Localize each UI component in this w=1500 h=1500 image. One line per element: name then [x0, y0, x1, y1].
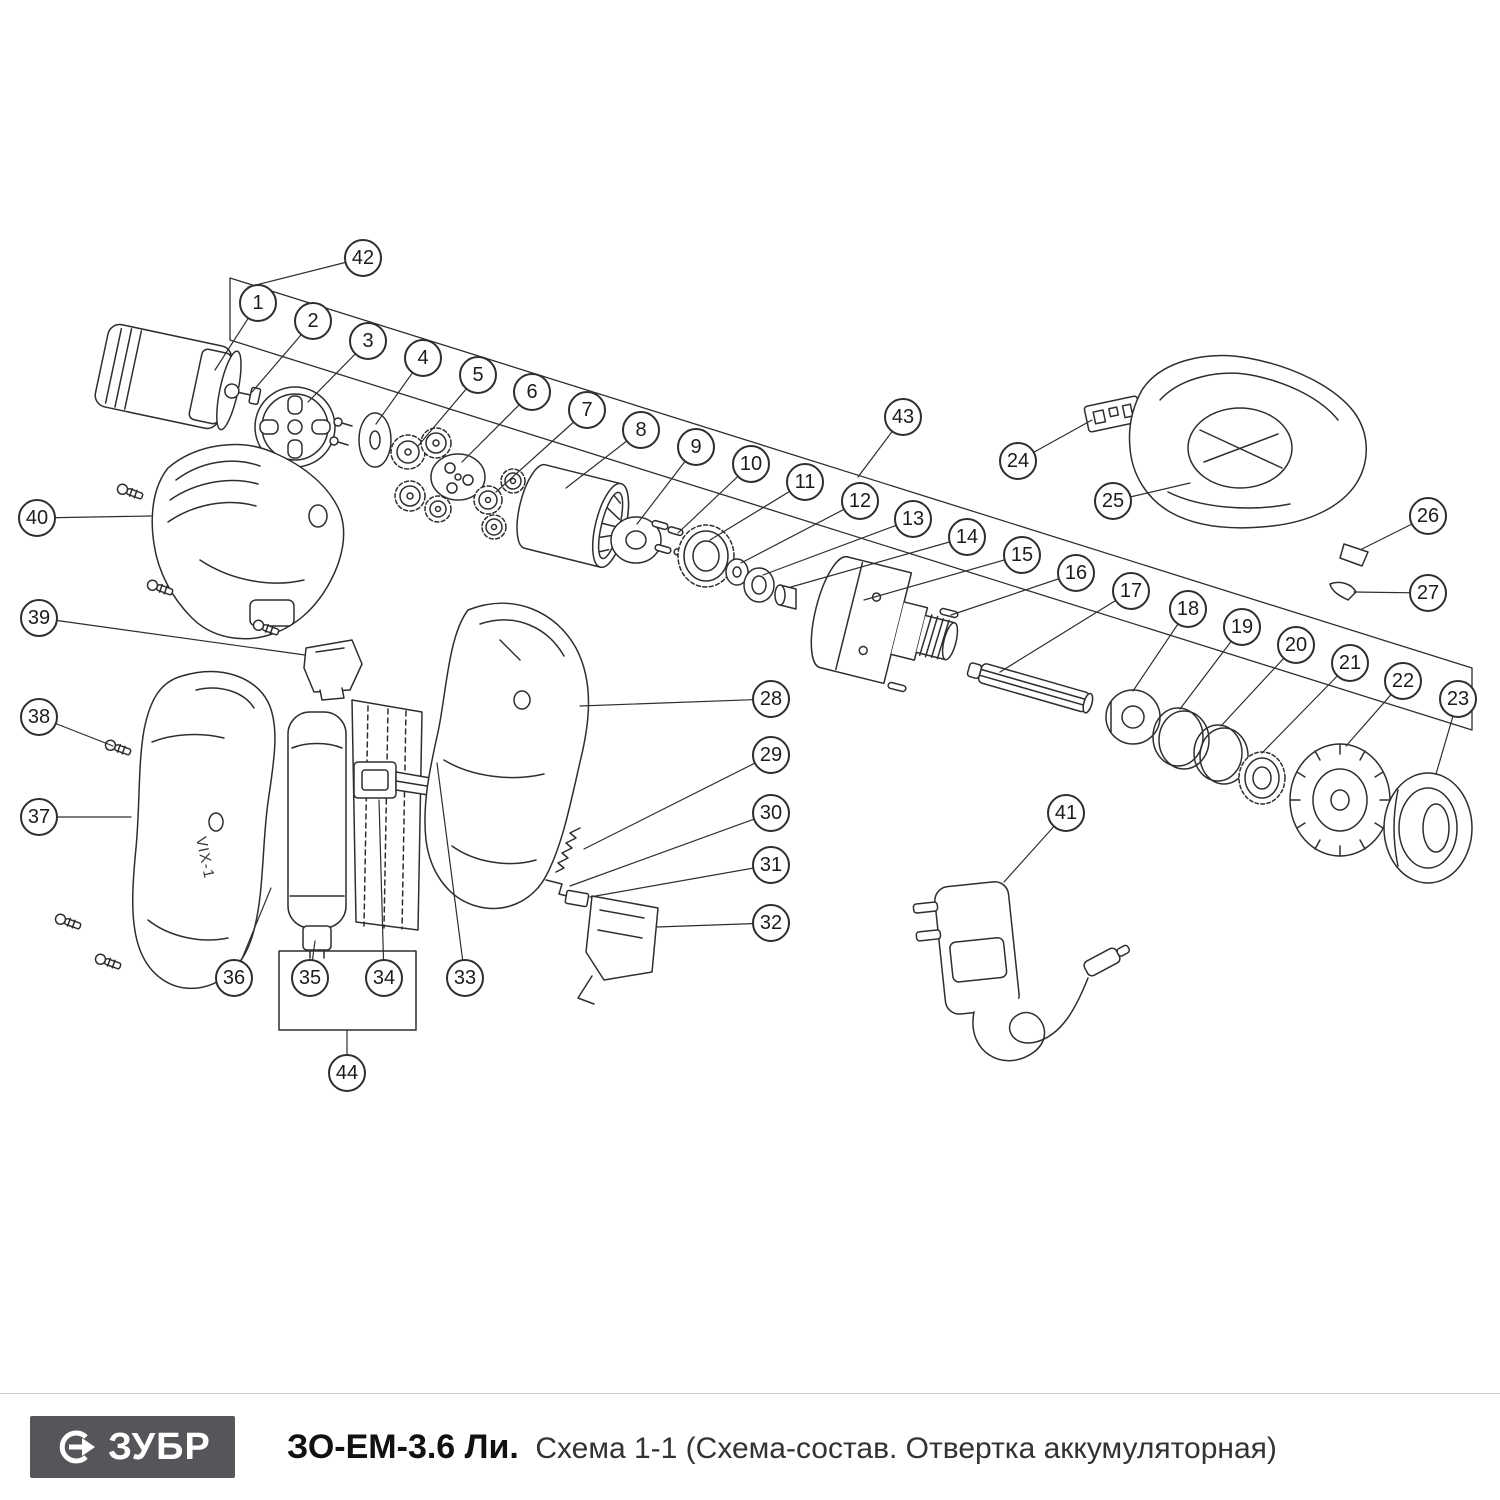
callout-23: 23: [1439, 680, 1477, 718]
ring-gear-drawing: [516, 463, 630, 569]
housing-right-drawing: [1128, 354, 1367, 529]
contact-plates-drawing: [545, 879, 590, 908]
callout-32: 32: [752, 904, 790, 942]
callout-15: 15: [1003, 536, 1041, 574]
callout-18: 18: [1169, 590, 1207, 628]
callout-24: 24: [999, 442, 1037, 480]
callout-1: 1: [239, 284, 277, 322]
callout-26: 26: [1409, 497, 1447, 535]
callout-13: 13: [894, 500, 932, 538]
clutch-housing-drawing: [810, 555, 959, 685]
callout-21: 21: [1331, 644, 1369, 682]
latch-drawing: [1329, 543, 1369, 601]
callout-33: 33: [446, 959, 484, 997]
bearing-drawing: [743, 567, 775, 603]
motor-plate-drawing: [254, 386, 353, 468]
spindle-shaft-drawing: [966, 662, 1094, 714]
planet-gears2-drawing: [473, 468, 526, 540]
planet-gears-drawing: [390, 427, 452, 523]
callout-28: 28: [752, 680, 790, 718]
callout-30: 30: [752, 794, 790, 832]
retainer-washer-drawing: [725, 558, 749, 586]
callout-35: 35: [291, 959, 329, 997]
lock-pins-drawing: [887, 607, 959, 693]
page-title: ЗО-ЕМ-3.6 Ли. Схема 1-1 (Схема-состав. О…: [287, 1428, 1277, 1467]
callout-group-box: [278, 950, 417, 1031]
clutch-dial-drawing: [1289, 743, 1391, 857]
callout-37: 37: [20, 798, 58, 836]
schema-subtitle: Схема 1-1 (Схема-состав. Отвертка аккуму…: [535, 1431, 1277, 1465]
washer-drawing: [358, 412, 392, 468]
spring-drawing: [555, 827, 581, 873]
motor-drawing: [94, 323, 262, 431]
ring-nut-drawing: [1238, 751, 1286, 805]
callout-34: 34: [365, 959, 403, 997]
callout-39: 39: [20, 599, 58, 637]
battery-drawing: [287, 711, 347, 959]
callout-3: 3: [349, 322, 387, 360]
callout-7: 7: [568, 391, 606, 429]
callout-6: 6: [513, 373, 551, 411]
charger-drawing: [912, 881, 1131, 1062]
pcb-drawing: [1083, 395, 1143, 433]
adjust-ring-drawing: [677, 524, 735, 588]
callout-2: 2: [294, 302, 332, 340]
callout-40: 40: [18, 499, 56, 537]
callout-band: [229, 277, 1473, 731]
callout-16: 16: [1057, 554, 1095, 592]
callout-17: 17: [1112, 572, 1150, 610]
callout-38: 38: [20, 698, 58, 736]
callout-44: 44: [328, 1054, 366, 1092]
brand-name: ЗУБР: [108, 1425, 211, 1468]
callout-19: 19: [1223, 608, 1261, 646]
callout-8: 8: [622, 411, 660, 449]
housing-handle-right-drawing: [424, 602, 590, 910]
screws-drawing: [54, 483, 280, 970]
callout-20: 20: [1277, 626, 1315, 664]
callout-41: 41: [1047, 794, 1085, 832]
callout-11: 11: [786, 463, 824, 501]
callout-25: 25: [1094, 482, 1132, 520]
callout-4: 4: [404, 339, 442, 377]
front-cap-drawing: [1383, 772, 1473, 884]
housing-top-left-drawing: [151, 443, 345, 640]
housing-handle-left-drawing: VIX-1: [131, 670, 276, 990]
callout-10: 10: [732, 445, 770, 483]
callout-43: 43: [884, 398, 922, 436]
callout-5: 5: [459, 356, 497, 394]
callout-14: 14: [948, 518, 986, 556]
spring-rings-drawing: [1152, 707, 1249, 785]
lock-washer-drawing: [1105, 689, 1161, 745]
callout-31: 31: [752, 846, 790, 884]
carrier-plate-drawing: [430, 453, 486, 501]
callout-27: 27: [1409, 574, 1447, 612]
callout-22: 22: [1384, 662, 1422, 700]
callout-9: 9: [677, 428, 715, 466]
brand-logo: ЗУБР: [30, 1416, 235, 1478]
callout-36: 36: [215, 959, 253, 997]
model-name: ЗО-ЕМ-3.6 Ли.: [287, 1427, 519, 1466]
sleeve-drawing: [774, 584, 797, 610]
brand-arrow-icon: [59, 1430, 96, 1464]
trigger-drawing: [303, 639, 363, 701]
charge-socket-drawing: [577, 895, 659, 1005]
footer: ЗУБР ЗО-ЕМ-3.6 Ли. Схема 1-1 (Схема-сост…: [0, 1393, 1500, 1500]
callout-12: 12: [841, 482, 879, 520]
callout-29: 29: [752, 736, 790, 774]
spindle-carrier-drawing: [610, 516, 672, 564]
callout-42: 42: [344, 239, 382, 277]
